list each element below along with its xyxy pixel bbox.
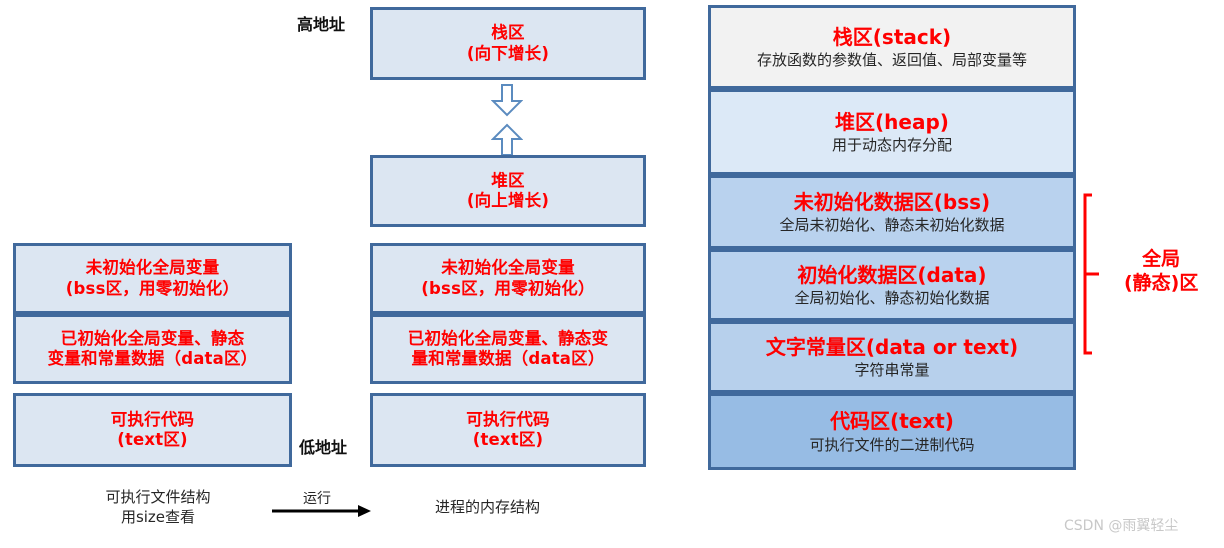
process-segment-bss: 未初始化全局变量 (bss区，用零初始化） — [370, 243, 646, 314]
watermark: CSDN @雨翼轻尘 — [1064, 518, 1179, 534]
run-arrow-icon — [272, 503, 372, 519]
process-segment-bss-line2: (bss区，用零初始化） — [421, 278, 595, 298]
exe-segment-data-line2: 变量和常量数据（data区） — [47, 349, 258, 368]
process-segment-heap: 堆区 (向上增长) — [370, 155, 646, 227]
process-segment-stack-line2: (向下增长) — [466, 43, 550, 63]
exe-segment-bss: 未初始化全局变量 (bss区，用零初始化） — [13, 243, 292, 314]
memory-segment-bss-desc: 全局未初始化、静态未初始化数据 — [779, 216, 1005, 235]
process-segment-data-line1: 已初始化全局变量、静态变 — [407, 328, 609, 348]
process-segment-heap-line2: (向上增长) — [466, 191, 550, 210]
low-address-label: 低地址 — [299, 438, 348, 457]
memory-segment-stack-desc: 存放函数的参数值、返回值、局部变量等 — [756, 51, 1027, 70]
up-arrow-icon — [491, 123, 523, 156]
exe-segment-text: 可执行代码 (text区) — [13, 393, 292, 467]
global-static-area-label: 全局 (静态)区 — [1124, 248, 1198, 296]
run-arrow-label: 运行 — [303, 491, 331, 507]
process-segment-heap-line1: 堆区 — [491, 170, 525, 190]
exe-segment-bss-line2: (bss区，用零初始化） — [65, 278, 240, 298]
global-static-bracket-icon — [1083, 193, 1109, 355]
memory-segment-heap: 堆区(heap) 用于动态内存分配 — [708, 89, 1076, 175]
process-segment-text-line1: 可执行代码 — [466, 409, 550, 429]
exe-segment-text-line2: (text区) — [117, 430, 188, 449]
memory-segment-heap-title: 堆区(heap) — [835, 109, 949, 134]
process-memory-caption: 进程的内存结构 — [435, 498, 541, 516]
memory-segment-text-title: 代码区(text) — [830, 409, 954, 434]
process-segment-bss-line1: 未初始化全局变量 — [441, 258, 575, 278]
memory-segment-heap-desc: 用于动态内存分配 — [831, 136, 952, 155]
exe-segment-bss-line1: 未初始化全局变量 — [85, 258, 220, 278]
executable-file-caption-line2: 用size查看 — [120, 508, 196, 527]
global-static-area-label-line2: (静态)区 — [1124, 271, 1199, 294]
process-segment-stack-line1: 栈区 — [491, 23, 525, 43]
memory-segment-data: 初始化数据区(data) 全局初始化、静态初始化数据 — [708, 249, 1076, 321]
global-static-area-label-line1: 全局 — [1142, 248, 1181, 270]
memory-segment-rodata-title: 文字常量区(data or text) — [765, 334, 1019, 359]
down-arrow-icon — [491, 84, 523, 117]
process-segment-data-line2: 量和常量数据（data区） — [411, 349, 605, 368]
process-segment-stack: 栈区 (向下增长) — [370, 7, 646, 80]
high-address-label: 高地址 — [297, 15, 346, 34]
exe-segment-data-line1: 已初始化全局变量、静态 — [60, 328, 245, 348]
memory-segment-data-desc: 全局初始化、静态初始化数据 — [794, 289, 990, 308]
process-segment-text: 可执行代码 (text区) — [370, 393, 646, 467]
executable-file-caption: 可执行文件结构 用size查看 — [88, 487, 228, 528]
memory-segment-stack-title: 栈区(stack) — [832, 24, 952, 49]
executable-file-caption-line1: 可执行文件结构 — [105, 488, 211, 506]
exe-segment-data: 已初始化全局变量、静态 变量和常量数据（data区） — [13, 314, 292, 384]
memory-segment-text-desc: 可执行文件的二进制代码 — [809, 435, 975, 454]
memory-segment-bss-title: 未初始化数据区(bss) — [793, 189, 991, 214]
memory-segment-data-title: 初始化数据区(data) — [797, 262, 987, 287]
memory-segment-bss: 未初始化数据区(bss) 全局未初始化、静态未初始化数据 — [708, 175, 1076, 249]
memory-segment-rodata-desc: 字符串常量 — [854, 361, 930, 380]
exe-segment-text-line1: 可执行代码 — [110, 409, 195, 429]
process-segment-data: 已初始化全局变量、静态变 量和常量数据（data区） — [370, 314, 646, 384]
memory-segment-rodata: 文字常量区(data or text) 字符串常量 — [708, 321, 1076, 393]
process-segment-text-line2: (text区) — [472, 430, 544, 449]
memory-segment-stack: 栈区(stack) 存放函数的参数值、返回值、局部变量等 — [708, 5, 1076, 89]
memory-segment-text: 代码区(text) 可执行文件的二进制代码 — [708, 393, 1076, 470]
